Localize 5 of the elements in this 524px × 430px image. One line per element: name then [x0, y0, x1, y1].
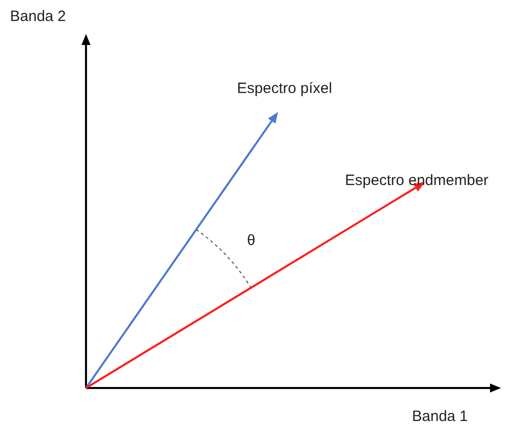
axis-label: Banda 2 — [10, 8, 66, 26]
angle-label: θ — [247, 232, 256, 250]
vector-label: Espectro endmember — [345, 172, 488, 190]
axis-label: Banda 1 — [412, 408, 468, 426]
vector-label: Espectro píxel — [237, 80, 332, 98]
